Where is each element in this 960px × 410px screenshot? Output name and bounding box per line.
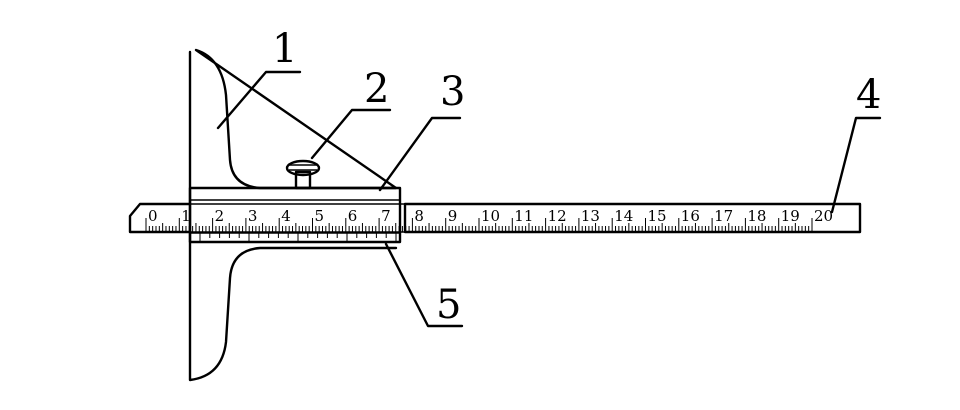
leader-line-2: [310, 108, 392, 160]
main-scale-number: 20: [814, 207, 833, 225]
callout-3: 3: [440, 69, 465, 115]
vernier-scale-ticks: [199, 233, 397, 242]
main-scale-number: 13: [581, 207, 600, 225]
main-scale-number: 7: [381, 207, 391, 225]
main-scale-number: 16: [681, 207, 700, 225]
main-scale-number: 3: [248, 207, 258, 225]
callout-4: 4: [856, 72, 881, 118]
locking-screw: [285, 159, 321, 190]
main-scale-number: 2: [215, 207, 225, 225]
callout-5: 5: [436, 282, 461, 328]
main-scale-number: 14: [614, 207, 633, 225]
base-outline: [188, 48, 398, 382]
main-scale-number: 18: [747, 207, 766, 225]
main-scale-number: 10: [481, 207, 500, 225]
main-scale-number: 4: [281, 207, 291, 225]
main-scale-number: 6: [348, 207, 358, 225]
main-scale-number: 9: [448, 207, 458, 225]
leader-line-1: [216, 70, 302, 130]
ruler-left-end: [128, 202, 192, 234]
main-scale-number: 5: [315, 207, 325, 225]
main-scale-number: 11: [514, 207, 533, 225]
main-scale-number: 12: [548, 207, 567, 225]
main-scale-number: 15: [648, 207, 667, 225]
main-scale-ticks: [145, 218, 813, 232]
main-scale-number: 8: [414, 207, 424, 225]
leader-line-4: [830, 116, 882, 214]
main-scale-number: 17: [714, 207, 733, 225]
main-scale-number: 1: [181, 207, 191, 225]
leader-line-3: [378, 116, 462, 192]
main-scale-number: 0: [148, 207, 158, 225]
callout-1: 1: [272, 26, 297, 72]
callout-2: 2: [364, 66, 389, 112]
leader-line-5: [384, 242, 464, 328]
main-scale-number: 19: [781, 207, 800, 225]
